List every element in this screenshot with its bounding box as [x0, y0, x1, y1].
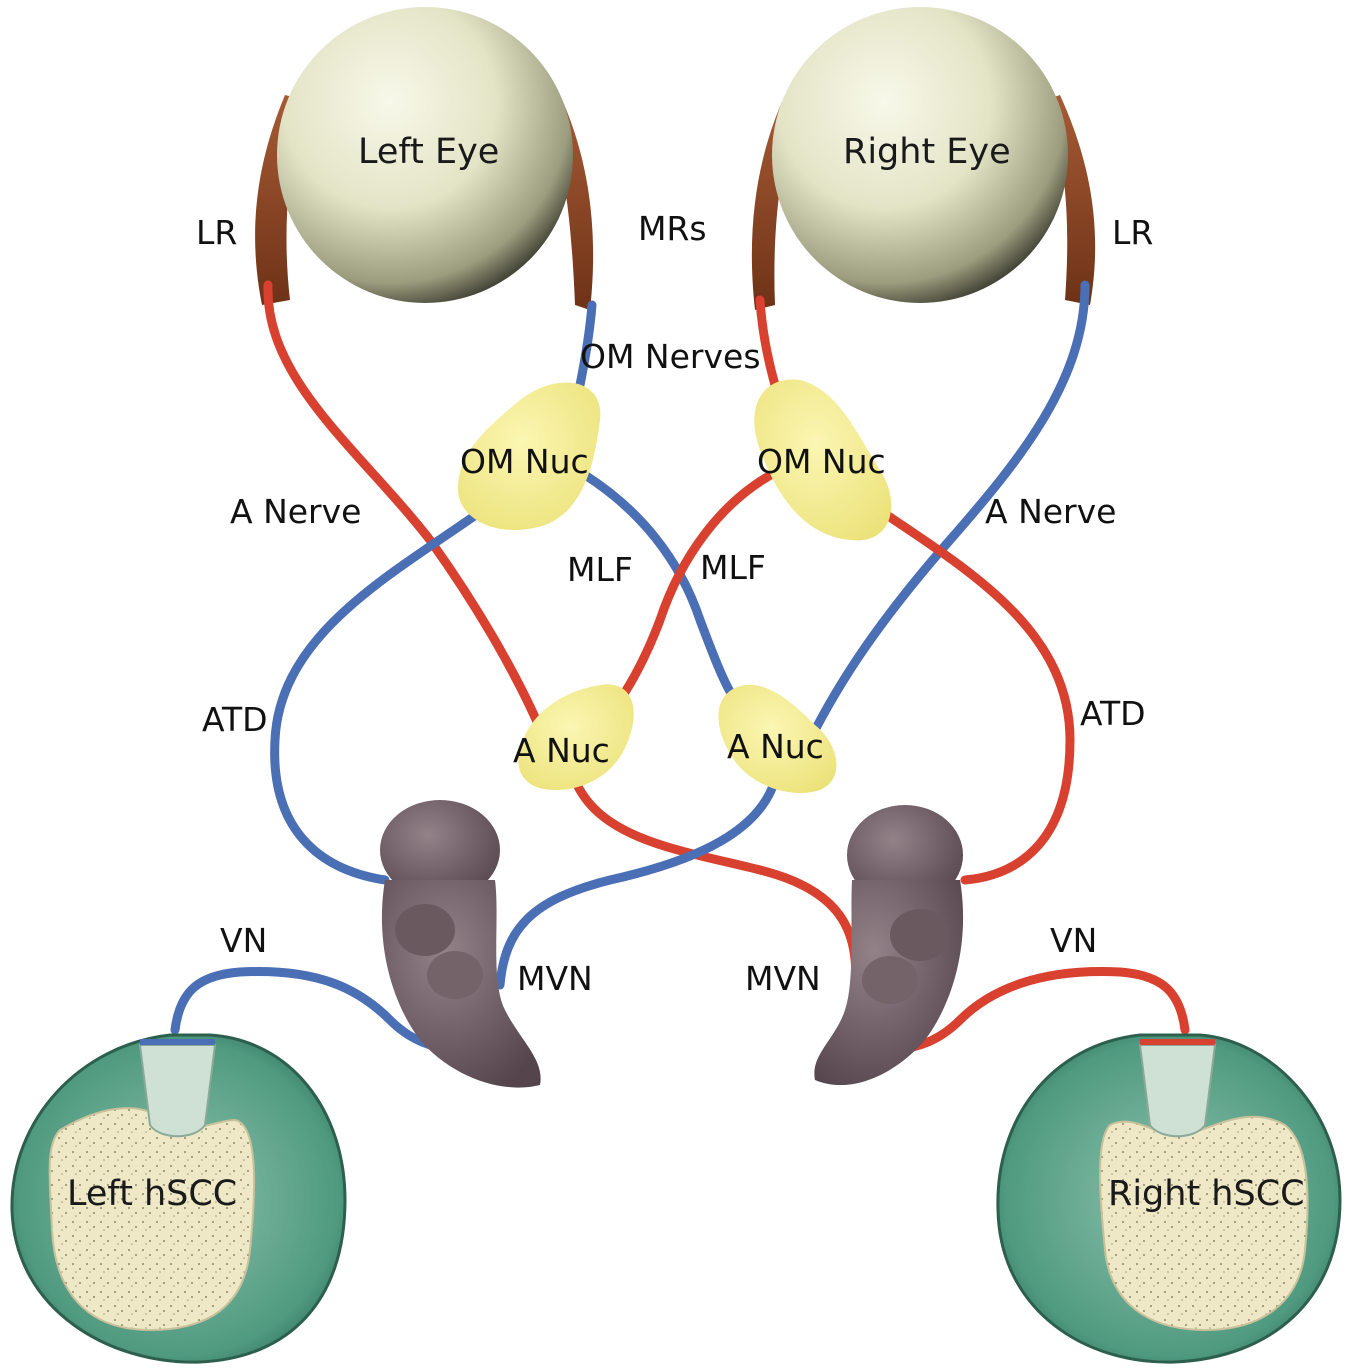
left-atd-path [270, 500, 495, 885]
right-hscc-canal [996, 1033, 1342, 1364]
left-om-nucleus [457, 382, 601, 531]
left-om-nerve-path [575, 300, 597, 390]
right-lr-label: LR [1112, 213, 1153, 252]
right-mlf-label: MLF [700, 548, 766, 587]
right-hscc-label: Right hSCC [1108, 1174, 1305, 1214]
right-eye-globe [772, 7, 1068, 303]
right-anuc-to-left-mvn-path [495, 775, 780, 990]
left-vn-label: VN [220, 921, 267, 960]
right-om-nuc-label: OM Nuc [757, 442, 886, 481]
left-hscc-label: Left hSCC [67, 1174, 237, 1214]
mrs-label: MRs [638, 209, 707, 248]
left-mvn-complex [380, 800, 541, 1088]
left-hscc-canal [10, 1033, 347, 1364]
right-lr-muscle [1045, 95, 1096, 305]
left-a-nerve-path [263, 280, 550, 745]
right-a-nucleus [718, 684, 837, 794]
right-mlf-path [615, 465, 785, 705]
right-eye-muscles [751, 95, 1096, 310]
left-mlf-path [580, 470, 740, 705]
right-atd-label: ATD [1080, 694, 1146, 733]
right-mvn-label: MVN [745, 959, 821, 998]
right-vn-label: VN [1050, 921, 1097, 960]
right-a-nerve-label: A Nerve [985, 492, 1116, 531]
left-om-nuc-label: OM Nuc [460, 442, 589, 481]
left-mvn-label: MVN [517, 959, 593, 998]
left-eye-label: Left Eye [358, 132, 499, 172]
left-mlf-label: MLF [567, 550, 633, 589]
right-a-nerve-path [805, 280, 1090, 745]
left-mr-muscle [545, 95, 594, 310]
right-mr-muscle [751, 95, 800, 310]
left-eye-globe [277, 7, 573, 303]
om-nerves-label: OM Nerves [580, 337, 761, 376]
right-eye-label: Right Eye [843, 132, 1011, 172]
right-a-nuc-label: A Nuc [727, 727, 824, 766]
left-a-nuc-label: A Nuc [513, 731, 610, 770]
right-om-nerve-path [755, 295, 780, 390]
left-lr-label: LR [196, 213, 237, 252]
left-atd-label: ATD [202, 700, 268, 739]
right-mvn-complex [814, 805, 964, 1086]
left-a-nucleus [518, 684, 634, 790]
right-om-nucleus [754, 379, 892, 541]
right-atd-path [845, 485, 1075, 885]
left-a-nerve-label: A Nerve [230, 492, 361, 531]
left-anuc-to-right-mvn-path [570, 775, 861, 995]
